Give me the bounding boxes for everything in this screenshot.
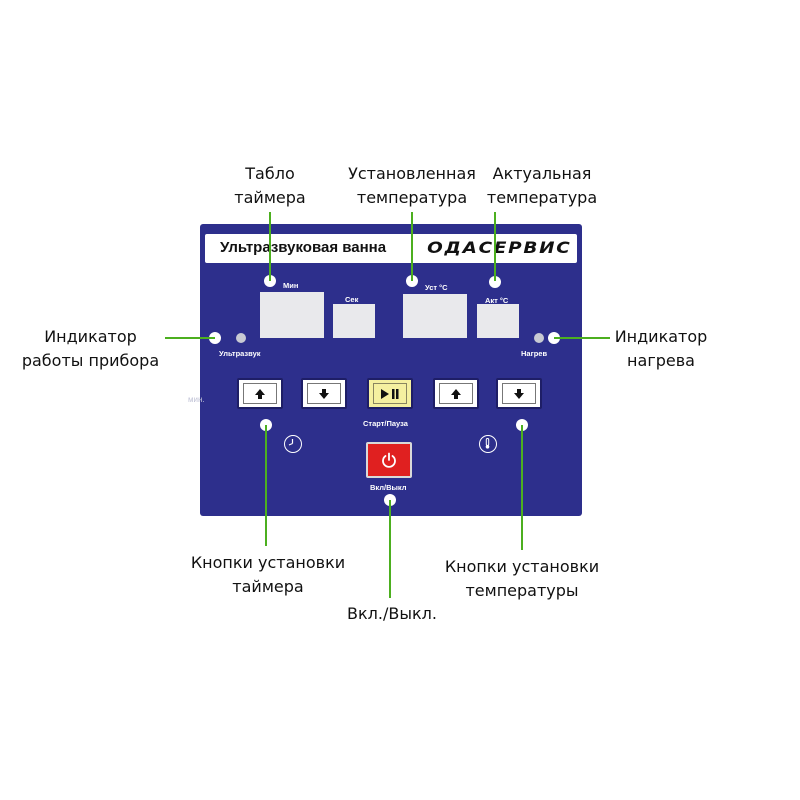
arrow-up-icon bbox=[255, 388, 265, 399]
timer-seconds-display bbox=[333, 304, 375, 338]
label-heating: Нагрев bbox=[521, 349, 548, 358]
thermometer-icon bbox=[479, 435, 497, 453]
label-min-faint: мин. bbox=[188, 395, 205, 404]
timer-up-button[interactable] bbox=[237, 378, 283, 409]
ultrasound-led bbox=[236, 333, 246, 343]
arrow-down-icon bbox=[319, 388, 329, 399]
temperature-down-button[interactable] bbox=[496, 378, 542, 409]
clock-icon bbox=[284, 435, 302, 453]
callout-temperature-buttons: Кнопки установки температуры bbox=[444, 557, 600, 600]
temperature-up-button[interactable] bbox=[433, 378, 479, 409]
label-on-off: Вкл/Выкл bbox=[370, 483, 407, 492]
callout-on-off: Вкл./Выкл. bbox=[347, 604, 437, 623]
panel-title: Ультразвуковая ванна bbox=[220, 239, 387, 256]
start-pause-button[interactable] bbox=[367, 378, 413, 409]
callout-dot-act-temp bbox=[489, 276, 501, 288]
control-panel: Ультразвуковая ванна ОДАСЕРВИС Мин Сек У… bbox=[188, 224, 582, 516]
set-temperature-display bbox=[403, 294, 467, 338]
label-start-pause: Старт/Пауза bbox=[363, 419, 408, 428]
callout-actual-temperature: Актуальная температура bbox=[486, 164, 598, 207]
label-sec: Сек bbox=[345, 295, 359, 304]
arrow-down-icon bbox=[514, 388, 524, 399]
title-bar: Ультразвуковая ванна ОДАСЕРВИС bbox=[205, 234, 577, 263]
callout-timer-display: Табло таймера bbox=[234, 164, 306, 207]
label-ultrasound: Ультразвук bbox=[219, 349, 261, 358]
callout-power-indicator: Индикатор работы прибора bbox=[21, 327, 160, 370]
timer-down-button[interactable] bbox=[301, 378, 347, 409]
brand-logo: ОДАСЕРВИС bbox=[426, 238, 571, 257]
callout-timer-buttons: Кнопки установки таймера bbox=[190, 553, 346, 596]
actual-temperature-display bbox=[477, 304, 519, 338]
label-set-temp: Уст °С bbox=[425, 283, 448, 292]
power-icon bbox=[382, 452, 396, 468]
play-pause-icon bbox=[381, 388, 399, 399]
power-button[interactable] bbox=[366, 442, 412, 478]
callout-heating-indicator: Индикатор нагрева bbox=[614, 327, 708, 370]
arrow-up-icon bbox=[451, 388, 461, 399]
timer-minutes-display bbox=[260, 292, 324, 338]
callout-set-temperature: Установленная температура bbox=[348, 164, 476, 207]
label-act-temp: Акт °С bbox=[485, 296, 509, 305]
heating-led bbox=[534, 333, 544, 343]
label-min: Мин bbox=[283, 281, 299, 290]
